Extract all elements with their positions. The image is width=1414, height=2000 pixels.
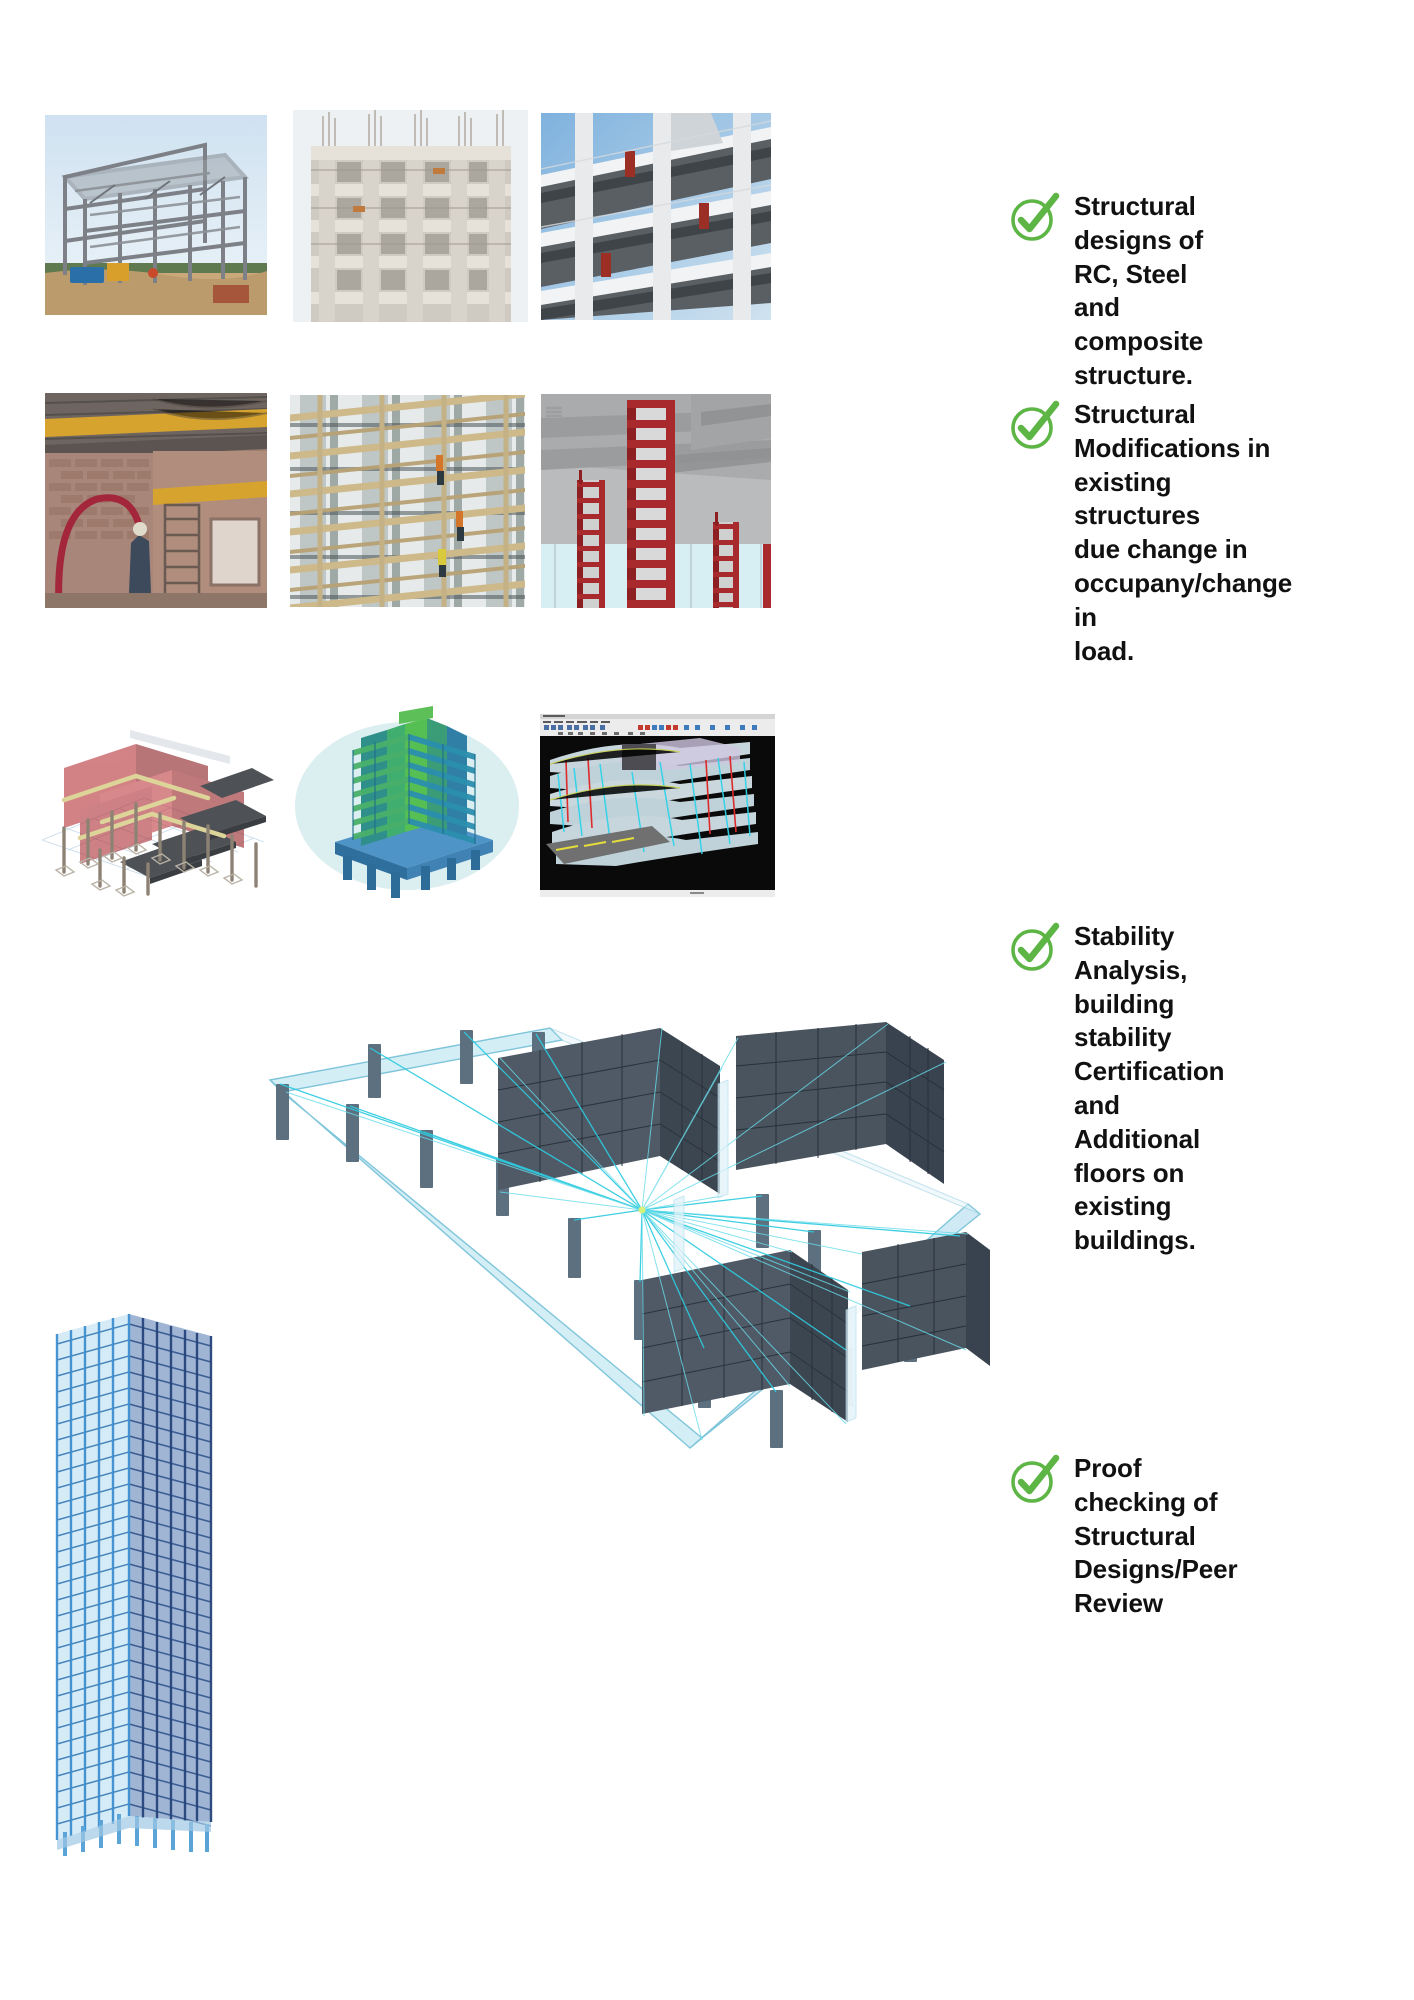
composite-deck-construction-photo xyxy=(541,113,771,320)
bullet-structural-modifications: Structural Modifications in existing str… xyxy=(1008,398,1292,668)
bullet-proof-checking: Proof checking of Structural Designs/Pee… xyxy=(1008,1452,1238,1621)
column-jacketing-render xyxy=(541,394,771,608)
bullet-label: Structural designs of RC, Steel and comp… xyxy=(1074,191,1204,390)
green-check-circle-icon xyxy=(1008,400,1060,452)
rc-frame-construction-photo xyxy=(293,110,528,322)
green-check-circle-icon xyxy=(1008,1454,1060,1506)
interior-retrofit-brick-photo xyxy=(45,393,267,608)
fea-stress-tower-render xyxy=(287,706,527,901)
steel-frame-construction-photo xyxy=(45,115,267,315)
rigid-diaphragm-model xyxy=(250,1018,990,1458)
bamboo-scaffold-facade-photo xyxy=(290,395,525,607)
3d-structural-model-render xyxy=(40,722,277,900)
bullet-label: Stability Analysis, building stability C… xyxy=(1074,921,1225,1256)
bullet-structural-designs: Structural designs of RC, Steel and comp… xyxy=(1008,190,1203,393)
green-check-circle-icon xyxy=(1008,192,1060,244)
bullet-stability-analysis: Stability Analysis, building stability C… xyxy=(1008,920,1224,1258)
bullet-label: Proof checking of Structural Designs/Pee… xyxy=(1074,1453,1238,1619)
bullet-label: Structural Modifications in existing str… xyxy=(1074,399,1293,666)
analysis-software-screenshot xyxy=(540,714,775,897)
green-check-circle-icon xyxy=(1008,922,1060,974)
highrise-wireframe-model xyxy=(45,1300,225,1860)
